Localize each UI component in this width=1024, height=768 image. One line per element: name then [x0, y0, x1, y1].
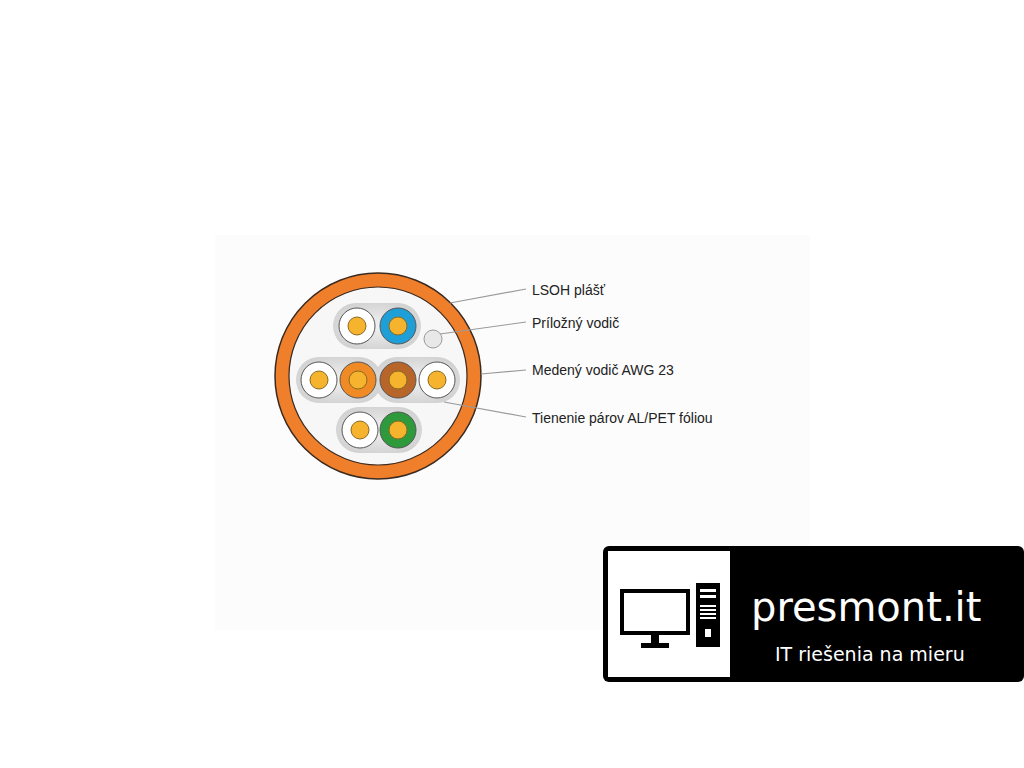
callout-label: LSOH plášť [532, 281, 605, 299]
lsoh-jacket [275, 273, 481, 479]
computer-icon [608, 551, 730, 677]
conductor-insulation [342, 412, 378, 448]
pair-shield [296, 357, 382, 403]
conductor-insulation [380, 412, 416, 448]
logo-box: presmont.it IT riešenia na mieru [603, 546, 1024, 682]
brand-name: presmont.it [751, 584, 981, 630]
callout-label: Príložný vodič [532, 314, 619, 332]
conductor-insulation [339, 308, 375, 344]
conductors [301, 308, 455, 448]
conductor-insulation [380, 362, 416, 398]
copper-core [428, 371, 446, 389]
conductor-insulation [419, 362, 455, 398]
conductor-insulation [340, 362, 376, 398]
copper-core [389, 421, 407, 439]
conductor-insulation [380, 308, 416, 344]
copper-core [349, 371, 367, 389]
pair-shield [374, 357, 460, 403]
copper-core [348, 317, 366, 335]
jacket-inner [289, 287, 467, 465]
conductor-insulation [301, 362, 337, 398]
pair-shield [336, 407, 422, 453]
copper-core [389, 371, 407, 389]
callout-label: Medený vodič AWG 23 [532, 361, 674, 379]
copper-core [351, 421, 369, 439]
leader-lines [440, 289, 526, 417]
copper-core [310, 371, 328, 389]
copper-core [389, 317, 407, 335]
callout-label: Tienenie párov AL/PET fóliou [532, 409, 713, 427]
pair-shield [333, 303, 421, 349]
drain-wire [424, 330, 442, 348]
brand-tagline: IT riešenia na mieru [775, 644, 965, 666]
